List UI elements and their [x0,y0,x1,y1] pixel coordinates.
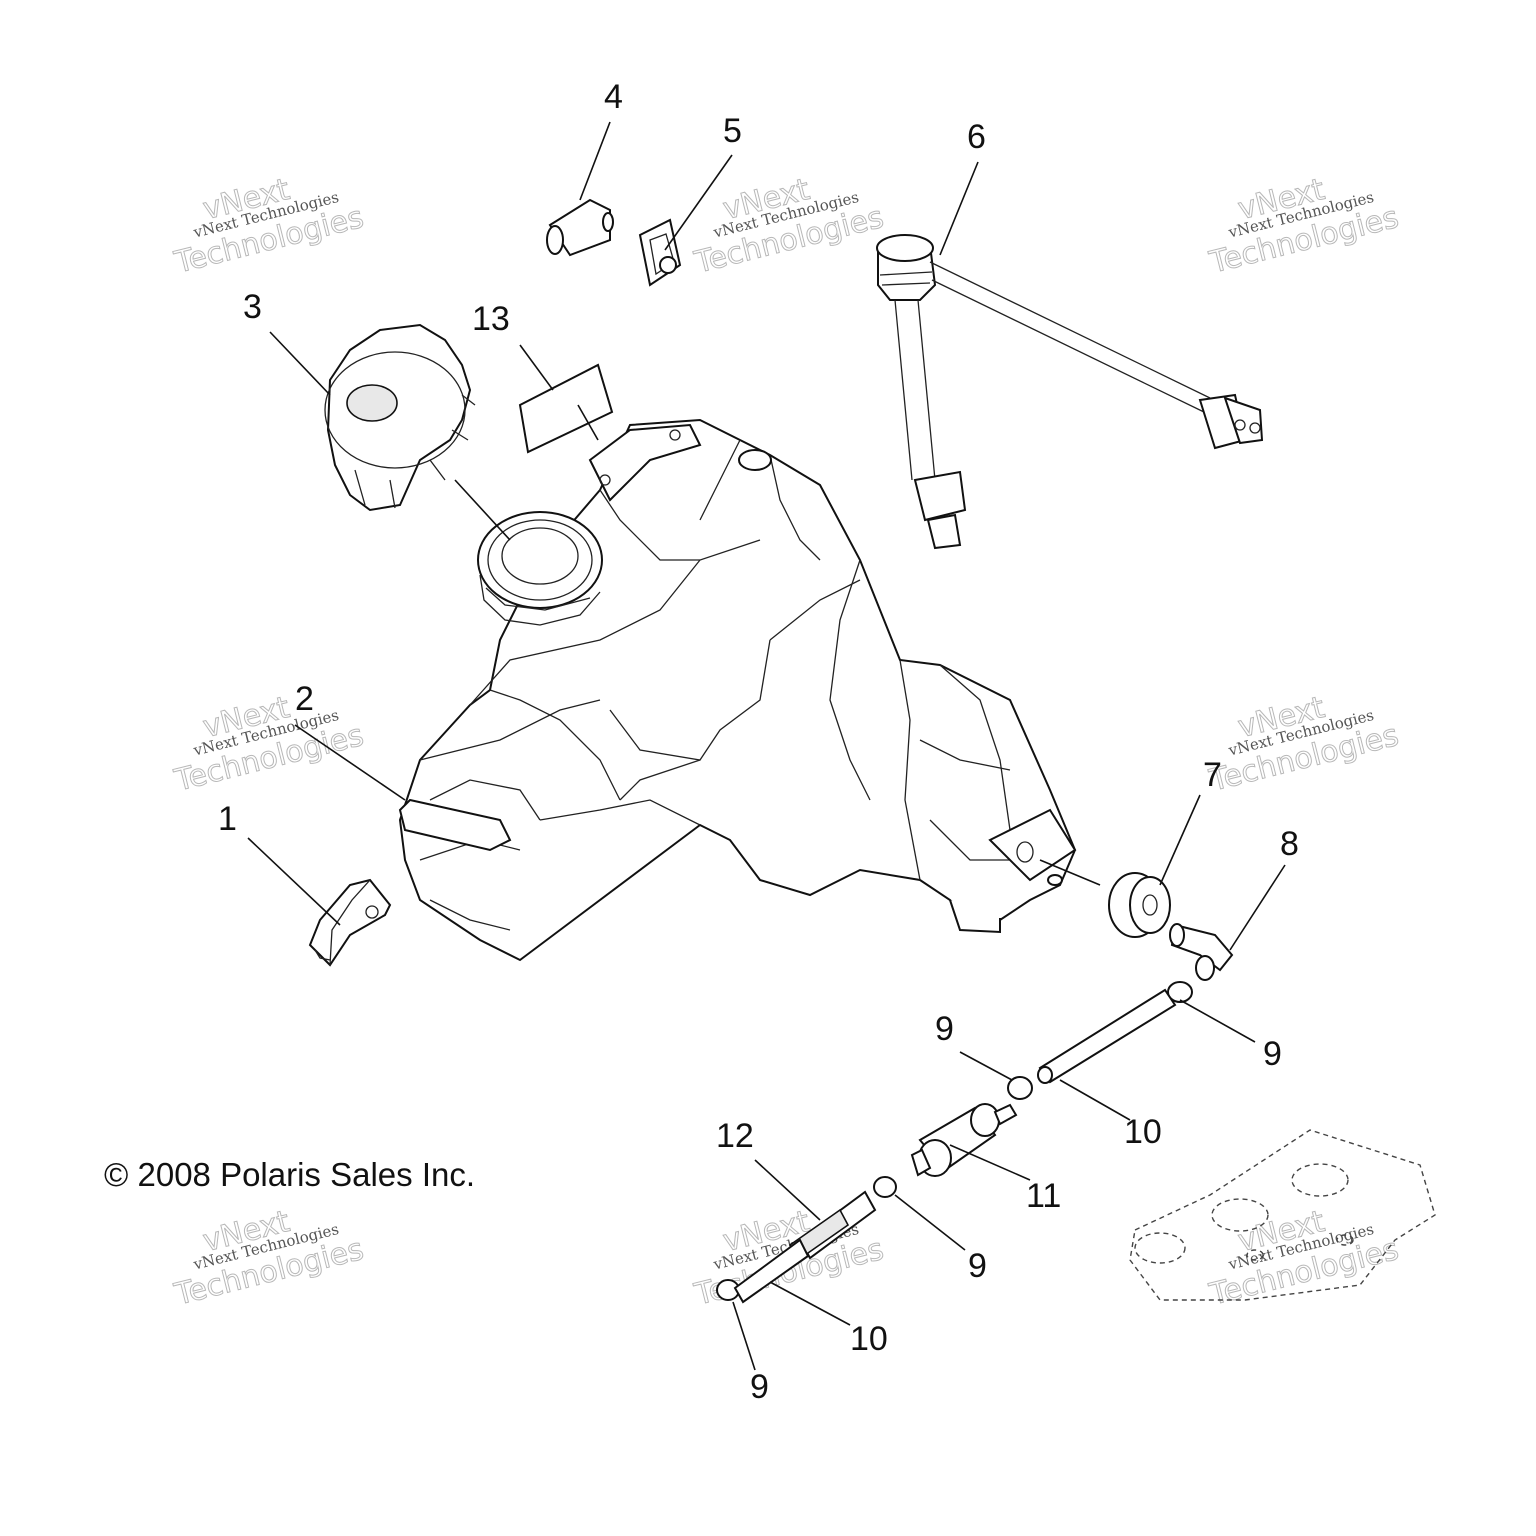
part-10-hose [1037,988,1177,1084]
callout-9: 9 [935,1010,954,1048]
part-8-fuel-fitting [1169,923,1234,981]
callout-13: 13 [472,300,510,338]
callout-7: 7 [1203,756,1222,794]
callout-4: 4 [604,78,623,116]
part-1-mount-bracket [308,878,392,967]
callout-8: 8 [1280,825,1299,863]
callout-2: 2 [295,680,314,718]
watermark: vNext vNext Technologies Technologies [1205,689,1402,799]
part-7-grommet [1108,872,1171,938]
part-9-clamp [1007,1076,1033,1100]
callout-9: 9 [968,1247,987,1285]
part-12-hose-sleeve [733,1190,877,1304]
watermark: vNext vNext Technologies Technologies [690,171,887,281]
callout-12: 12 [716,1117,754,1155]
part-4-rivet [546,198,614,257]
callout-5: 5 [723,112,742,150]
callout-3: 3 [243,288,262,326]
callout-10: 10 [850,1320,888,1358]
part-5-u-nut [638,218,682,287]
part-9-clamp [1167,981,1193,1003]
callout-9: 9 [750,1368,769,1406]
watermark: vNext vNext Technologies Technologies [1205,171,1402,281]
part-9-clamp [873,1176,897,1198]
callout-6: 6 [967,118,986,156]
callout-1: 1 [218,800,237,838]
skid-plate-reference [1129,1129,1436,1301]
part-11-fuel-filter [910,1103,1018,1177]
part-13-decal [518,363,614,454]
callouts: 1 2 3 4 5 6 7 8 9 9 9 9 10 10 11 12 13 [218,78,1299,1406]
leader-lines [247,121,1286,1371]
watermark: vNext vNext Technologies Technologies [170,689,367,799]
callout-10: 10 [1124,1113,1162,1151]
callout-11: 11 [1026,1177,1061,1215]
watermark: vNext vNext Technologies Technologies [170,1203,367,1313]
part-6-fuel-sender [876,234,1264,550]
copyright-notice: © 2008 Polaris Sales Inc. [104,1156,475,1193]
watermark: vNext vNext Technologies Technologies [170,171,367,281]
fuel-tank [398,418,1077,962]
callout-9: 9 [1263,1035,1282,1073]
watermark: vNext vNext Technologies Technologies [1205,1203,1402,1313]
part-3-fuel-cap [324,323,476,512]
